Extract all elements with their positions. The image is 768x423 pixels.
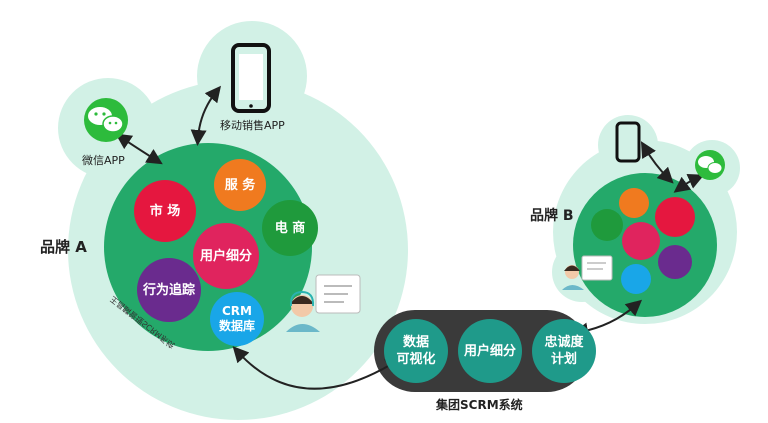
ecommerce-bubble: 电 商 bbox=[262, 200, 318, 256]
support-agent-icon bbox=[286, 274, 361, 332]
group-scrm-label: 集团SCRM系统 bbox=[436, 398, 523, 412]
brand-b-blue-dot bbox=[621, 264, 651, 294]
brand-b-green-dot bbox=[591, 209, 623, 241]
crm-database-bubble: CRM 数据库 bbox=[210, 292, 264, 346]
brand-b-purple-dot bbox=[658, 245, 692, 279]
behavior-tracking-bubble: 行为追踪 bbox=[137, 258, 201, 322]
service-bubble: 服 务 bbox=[214, 159, 266, 211]
data-visualization-button: 数据 可视化 bbox=[384, 319, 448, 383]
brand-a-label: 品牌 A bbox=[40, 238, 87, 256]
wechat-app-label: 微信APP bbox=[82, 154, 125, 167]
phone-icon-brand-b bbox=[615, 121, 641, 163]
phone-icon bbox=[231, 43, 271, 113]
wechat-icon-brand-b bbox=[695, 150, 725, 180]
support-agent-icon-brand-b bbox=[562, 255, 613, 290]
brand-b-label: 品牌 B bbox=[530, 208, 574, 224]
brand-b-red-dot bbox=[655, 197, 695, 237]
loyalty-program-button: 忠诚度 计划 bbox=[532, 319, 596, 383]
user-segmentation-button: 用户细分 bbox=[458, 319, 522, 383]
wechat-icon bbox=[84, 98, 128, 142]
mobile-sales-app-label: 移动销售APP bbox=[220, 119, 285, 132]
brand-b-orange-dot bbox=[619, 188, 649, 218]
brand-b-crimson-dot bbox=[622, 222, 660, 260]
market-bubble: 市 场 bbox=[134, 180, 196, 242]
user-segmentation-bubble: 用户细分 bbox=[193, 223, 259, 289]
